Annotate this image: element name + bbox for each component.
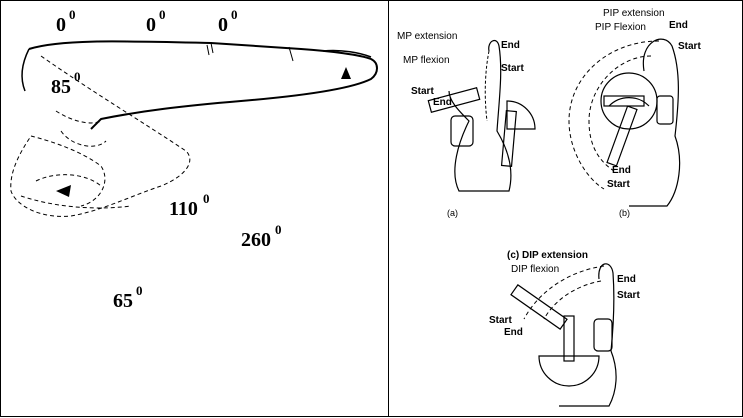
start-label: Start (607, 179, 630, 190)
goniometer-arm-a (427, 86, 481, 114)
finger-drawing: 0 0 0 0 0 0 85 0 110 0 260 0 (10, 7, 378, 312)
thumb-b (656, 95, 674, 125)
dip-crease (206, 42, 214, 56)
end-label: End (612, 165, 631, 176)
end-label: End (669, 20, 688, 31)
angle-label: 0 0 (56, 7, 76, 36)
goniometer-arm-b (603, 95, 645, 107)
finger-outline (28, 40, 378, 130)
angle-label: 260 0 (241, 222, 282, 251)
start-label: Start (678, 41, 701, 52)
angle-label: 0 0 (218, 7, 238, 36)
hand-a-outline (448, 39, 512, 192)
svg-text:0: 0 (218, 14, 228, 36)
finger-angle-panel: 0 0 0 0 0 0 85 0 110 0 260 0 (0, 0, 389, 417)
finger-a-dashed (484, 50, 490, 122)
arrowhead-right (341, 67, 351, 79)
hand-b-outline (629, 38, 681, 207)
goniometer-a (506, 100, 536, 130)
svg-text:0: 0 (69, 7, 76, 22)
flexed-finger-tip (20, 174, 132, 209)
dip-arc-outer (523, 265, 605, 320)
nail-line (322, 49, 372, 58)
goniometer-arm-c (510, 284, 568, 330)
caption-a: (a) (447, 208, 458, 218)
pip-arc-outer (568, 40, 660, 190)
start-label: Start (489, 315, 512, 326)
svg-text:0: 0 (136, 283, 143, 298)
angle-label: 65 0 (113, 283, 143, 312)
pip-arc-inner (588, 55, 652, 172)
svg-text:0: 0 (56, 14, 66, 36)
figure-b: PIP extension PIP Flexion End Start End … (568, 8, 701, 218)
angle-label: 110 0 (169, 191, 210, 220)
goniometer-arm-a2 (500, 110, 517, 167)
pip-crease (288, 46, 294, 62)
caption-b: (b) (619, 208, 630, 218)
end-label: End (617, 274, 636, 285)
svg-text:85: 85 (51, 76, 71, 98)
thumb-c (593, 318, 613, 352)
flexed-finger-dashed (10, 55, 191, 217)
goniometer-arm-c2 (563, 315, 575, 362)
angle-label: 85 0 (51, 69, 81, 98)
end-label: End (433, 97, 452, 108)
goniometer-arm-b2 (606, 105, 638, 167)
svg-text:260: 260 (241, 229, 271, 251)
end-label: End (501, 40, 520, 51)
start-label: Start (501, 63, 524, 74)
goniometer-c (538, 355, 600, 387)
mp-flexion-label: MP flexion (403, 55, 450, 66)
mp-extension-label: MP extension (397, 31, 457, 42)
start-label: Start (411, 86, 434, 97)
figure-c: (c) DIP extension DIP flexion End Start … (489, 250, 640, 407)
dip-arc-inner (543, 280, 602, 320)
figure-a: MP extension MP flexion End Start Start … (397, 31, 536, 218)
pip-extension-label: PIP extension (603, 8, 665, 19)
hand-c-outline (559, 263, 617, 407)
flexed-joint-lines (55, 110, 107, 147)
svg-text:110: 110 (169, 198, 198, 220)
thumb-a (450, 115, 474, 147)
svg-text:0: 0 (275, 222, 282, 237)
finger-base-line (21, 48, 30, 92)
svg-text:0: 0 (74, 69, 81, 84)
start-label: Start (617, 290, 640, 301)
dip-flexion-label: DIP flexion (511, 264, 559, 275)
pip-flexion-label: PIP Flexion (595, 22, 646, 33)
svg-text:0: 0 (146, 14, 156, 36)
svg-text:0: 0 (159, 7, 166, 22)
svg-text:0: 0 (203, 191, 210, 206)
svg-text:0: 0 (231, 7, 238, 22)
angle-label: 0 0 (146, 7, 166, 36)
goniometer-panel: MP extension MP flexion End Start Start … (388, 0, 743, 417)
arrowhead-left (56, 185, 71, 197)
goniometer-drawing: MP extension MP flexion End Start Start … (397, 8, 701, 407)
end-label: End (504, 327, 523, 338)
svg-text:65: 65 (113, 290, 133, 312)
goniometer-b-arc (608, 97, 650, 107)
caption-c: (c) DIP extension (507, 250, 588, 261)
goniometer-b (600, 72, 658, 130)
